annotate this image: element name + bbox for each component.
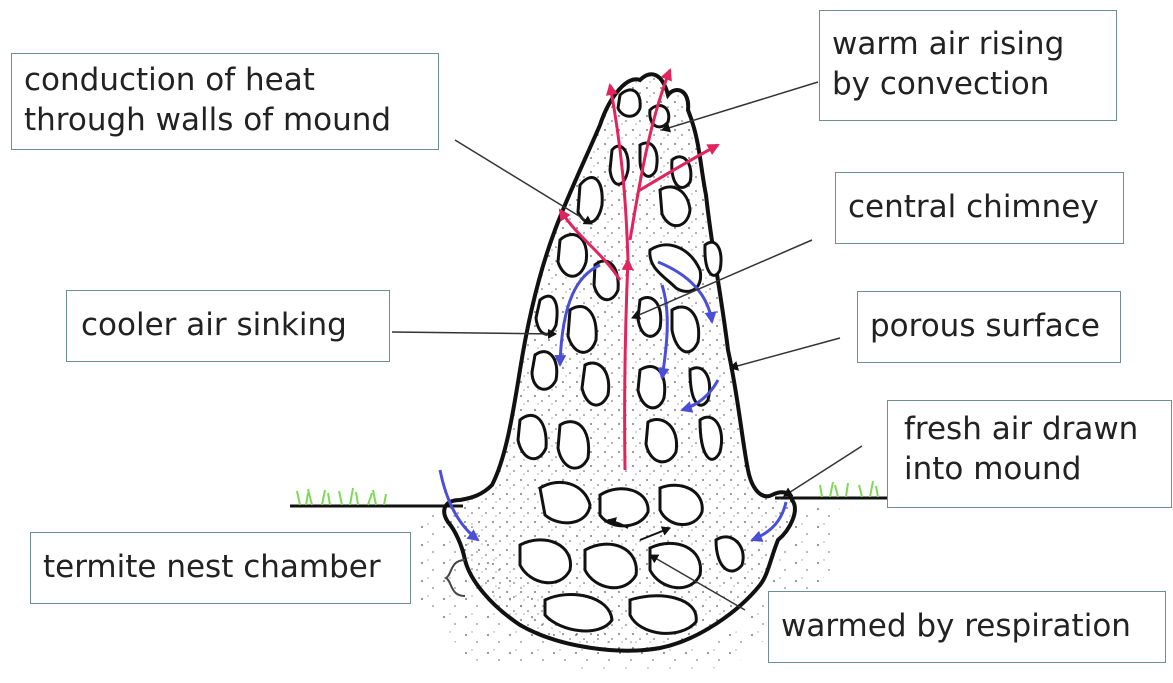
label-warm-air-rising: warm air rising by convection bbox=[819, 10, 1117, 121]
label-warmed-text: warmed by respiration bbox=[781, 606, 1153, 646]
label-central-chimney: central chimney bbox=[835, 172, 1124, 244]
label-warmed-by-respiration: warmed by respiration bbox=[768, 591, 1166, 663]
label-fresh-air-drawn: fresh air drawn into mound bbox=[887, 400, 1172, 508]
grass-left bbox=[297, 488, 386, 505]
label-cooler-air-sinking: cooler air sinking bbox=[66, 290, 390, 362]
grass-right bbox=[820, 481, 878, 497]
label-conduction-line-1: conduction of heat bbox=[24, 60, 426, 100]
label-nest-text: termite nest chamber bbox=[43, 547, 398, 587]
leader-fresh-air bbox=[784, 446, 862, 496]
label-cooler-text: cooler air sinking bbox=[81, 305, 377, 345]
label-warm-air-line-2: by convection bbox=[832, 64, 1104, 104]
label-porous-text: porous surface bbox=[870, 306, 1108, 346]
label-conduction-line-2: through walls of mound bbox=[24, 100, 426, 140]
label-fresh-air-line-2: into mound bbox=[904, 449, 1159, 489]
label-porous-surface: porous surface bbox=[857, 291, 1121, 363]
label-chimney-text: central chimney bbox=[848, 187, 1111, 227]
label-fresh-air-line-1: fresh air drawn bbox=[904, 409, 1159, 449]
leader-porous bbox=[730, 338, 840, 368]
label-termite-nest-chamber: termite nest chamber bbox=[30, 532, 411, 604]
label-warm-air-line-1: warm air rising bbox=[832, 24, 1104, 64]
label-conduction-of-heat: conduction of heat through walls of moun… bbox=[11, 53, 439, 150]
leader-conduction bbox=[455, 140, 592, 224]
